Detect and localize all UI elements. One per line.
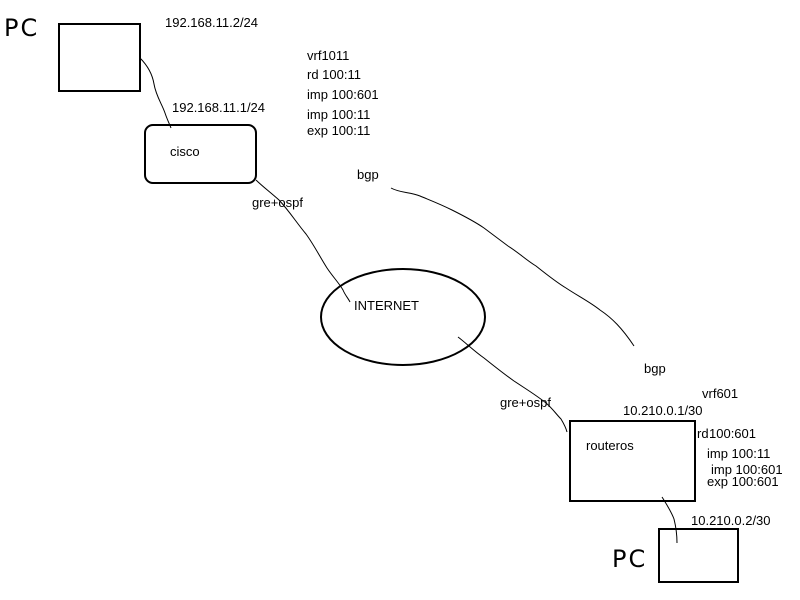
routeros-ip: 10.210.0.1/30 [623,403,703,418]
bgp-label-end: bgp [644,361,666,376]
vrf-cisco-line: imp 100:601 [307,87,379,102]
bgp-session-curve [390,187,635,347]
vrf-routeros-name: vrf601 [702,386,739,401]
pc-top-ip: 192.168.11.2/24 [165,15,259,30]
vrf-cisco-line: imp 100:11 [307,107,371,122]
link-routeros-pc [661,496,678,544]
pc-top-box [58,23,141,92]
vrf-cisco-line: vrf1011 [307,48,350,63]
bgp-label-start: bgp [357,167,379,182]
cisco-ip: 192.168.11.1/24 [172,100,266,115]
vrf-routeros-rd-value: 100:601 [709,426,756,441]
internet-ellipse [320,268,486,366]
pc-top-label: PC [4,14,40,42]
vrf-cisco-line: exp 100:11 [307,123,371,138]
internet-label: INTERNET [354,298,419,313]
link-pc-cisco [139,57,172,129]
vrf-cisco-line: rd 100:11 [307,67,361,82]
pc-bottom-ip: 10.210.0.2/30 [691,513,771,528]
link-internet-routeros [457,336,568,433]
link-cisco-internet [255,179,351,303]
vrf-routeros-rd-prefix: rd [697,426,709,441]
vrf-routeros-line: imp 100:601 [711,462,783,477]
routeros-label: routeros [586,438,634,453]
cisco-router-box [144,124,257,184]
routeros-router-box [569,420,696,502]
pc-bottom-label: PC [612,545,648,573]
cisco-label: cisco [170,144,200,159]
vrf-routeros-line: exp 100:601 [707,474,779,489]
link-label-cisco-internet: gre+ospf [252,195,303,210]
link-label-internet-routeros: gre+ospf [500,395,551,410]
pc-bottom-box [658,528,739,583]
vrf-routeros-line: imp 100:11 [707,446,771,461]
